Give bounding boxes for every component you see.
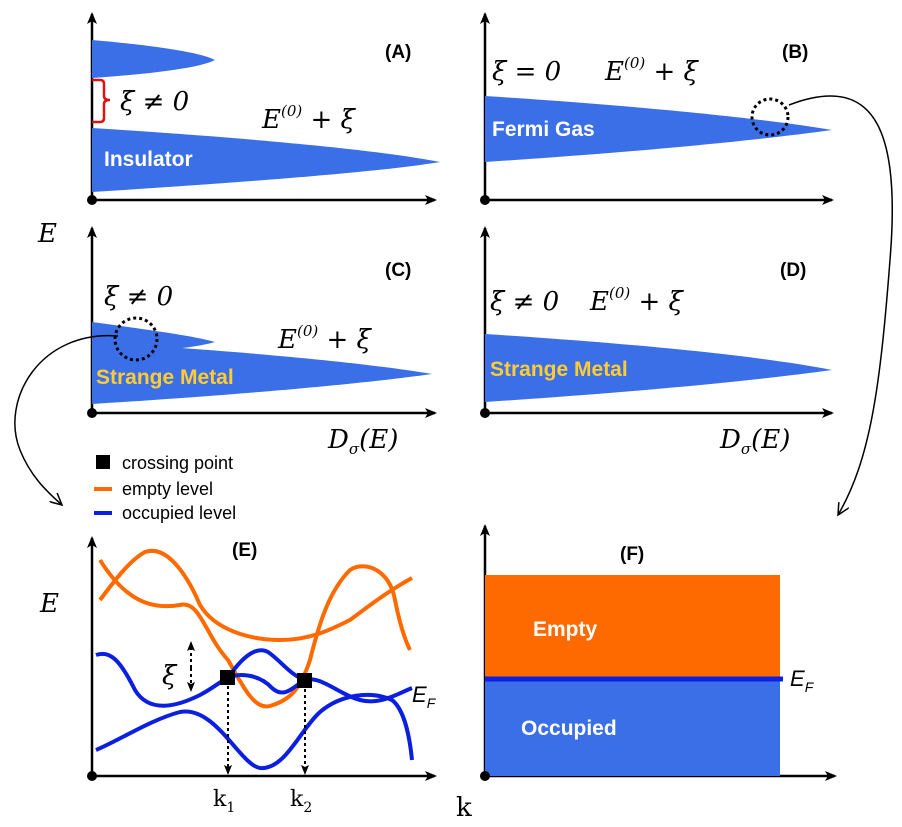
panel-a-gap-bracket [92,78,111,124]
panel-d-origin-dot [480,408,490,418]
panel-a-letter: (A) [385,42,411,63]
energy-axis-label-top: E [37,219,57,249]
panel-c-letter: (C) [385,260,411,281]
panel-f-occupied-region [485,679,780,776]
panel-a-upper-band [92,40,215,78]
panel-b-letter: (B) [782,42,808,63]
panel-c-dotted-circle [113,316,159,362]
panel-b-energy-label: E(0) + ξ [604,54,700,87]
panel-b-band [485,96,832,162]
panel-a-origin-dot [87,195,97,205]
panel-e-empty-level-2 [98,548,413,643]
panel-a: ξ ≠ 0 (A) E(0) + ξ Insulator [87,12,440,205]
panel-d-axis-label: Dσ(E) [719,425,790,458]
energy-axis-label-bottom: E [39,589,59,619]
panel-a-band-label: Insulator [104,148,193,171]
panel-f-empty-region [485,575,780,679]
panel-e-fermi-label: EF [412,682,437,711]
panel-e-k1-label: k1 [213,787,235,816]
panel-b-xi-label: ξ = 0 [492,57,561,87]
panel-e-letter: (E) [232,540,257,561]
panel-c-axis-label: Dσ(E) [327,425,398,458]
panel-f: (F) Empty Occupied EF [480,524,837,781]
panel-a-lower-band [92,128,440,192]
panel-c-lower-band [92,342,432,404]
connector-arrow-b-to-f [788,95,894,515]
momentum-axis-label: k [456,793,472,823]
panel-b-origin-dot [480,195,490,205]
panel-e-occupied-level-bump [226,648,306,682]
panel-a-energy-label: E(0) + ξ [261,102,357,135]
panel-e-xi-label: ξ [162,661,178,691]
panel-e-origin-dot [87,771,97,781]
legend-crossing-point-symbol [96,455,110,469]
panel-d-band [485,334,832,402]
legend-occupied-level-label: occupied level [122,503,236,523]
panel-c: ξ ≠ 0 (C) E(0) + ξ Strange Metal Dσ(E) [87,226,437,458]
panel-f-origin-dot [480,771,490,781]
panel-d: (D) ξ ≠ 0 E(0) + ξ Strange Metal Dσ(E) [480,226,834,458]
panel-b-dotted-circle [750,97,790,137]
panel-f-empty-label: Empty [533,618,598,641]
panel-c-band-label: Strange Metal [96,366,234,389]
panel-b-band-label: Fermi Gas [492,118,595,141]
panel-c-origin-dot [87,408,97,418]
panel-f-letter: (F) [620,544,644,565]
connector-arrow-c-to-e [14,335,119,505]
panel-e-occupied-level-2 [95,692,414,770]
panel-d-energy-label: E(0) + ξ [589,284,685,317]
crossing-point-k1 [220,670,235,685]
panel-d-letter: (D) [780,260,806,281]
panel-e-empty-level-1 [98,558,412,709]
legend-crossing-point-label: crossing point [122,453,233,473]
legend-empty-level-label: empty level [122,479,213,499]
legend: crossing point empty level occupied leve… [94,453,236,523]
panel-c-xi-label: ξ ≠ 0 [104,282,173,312]
panel-c-energy-label: E(0) + ξ [277,322,373,355]
panel-b: (B) ξ = 0 E(0) + ξ Fermi Gas [480,12,834,205]
panel-f-fermi-label: EF [790,666,815,695]
panel-d-xi-label: ξ ≠ 0 [490,287,559,317]
panel-e: ξ (E) k1 k2 EF [87,536,437,816]
panel-e-k2-label: k2 [290,787,312,816]
panel-a-gap-label: ξ ≠ 0 [120,87,189,117]
panel-d-band-label: Strange Metal [490,358,628,381]
crossing-point-k2 [297,673,312,688]
panel-f-occupied-label: Occupied [521,717,617,740]
